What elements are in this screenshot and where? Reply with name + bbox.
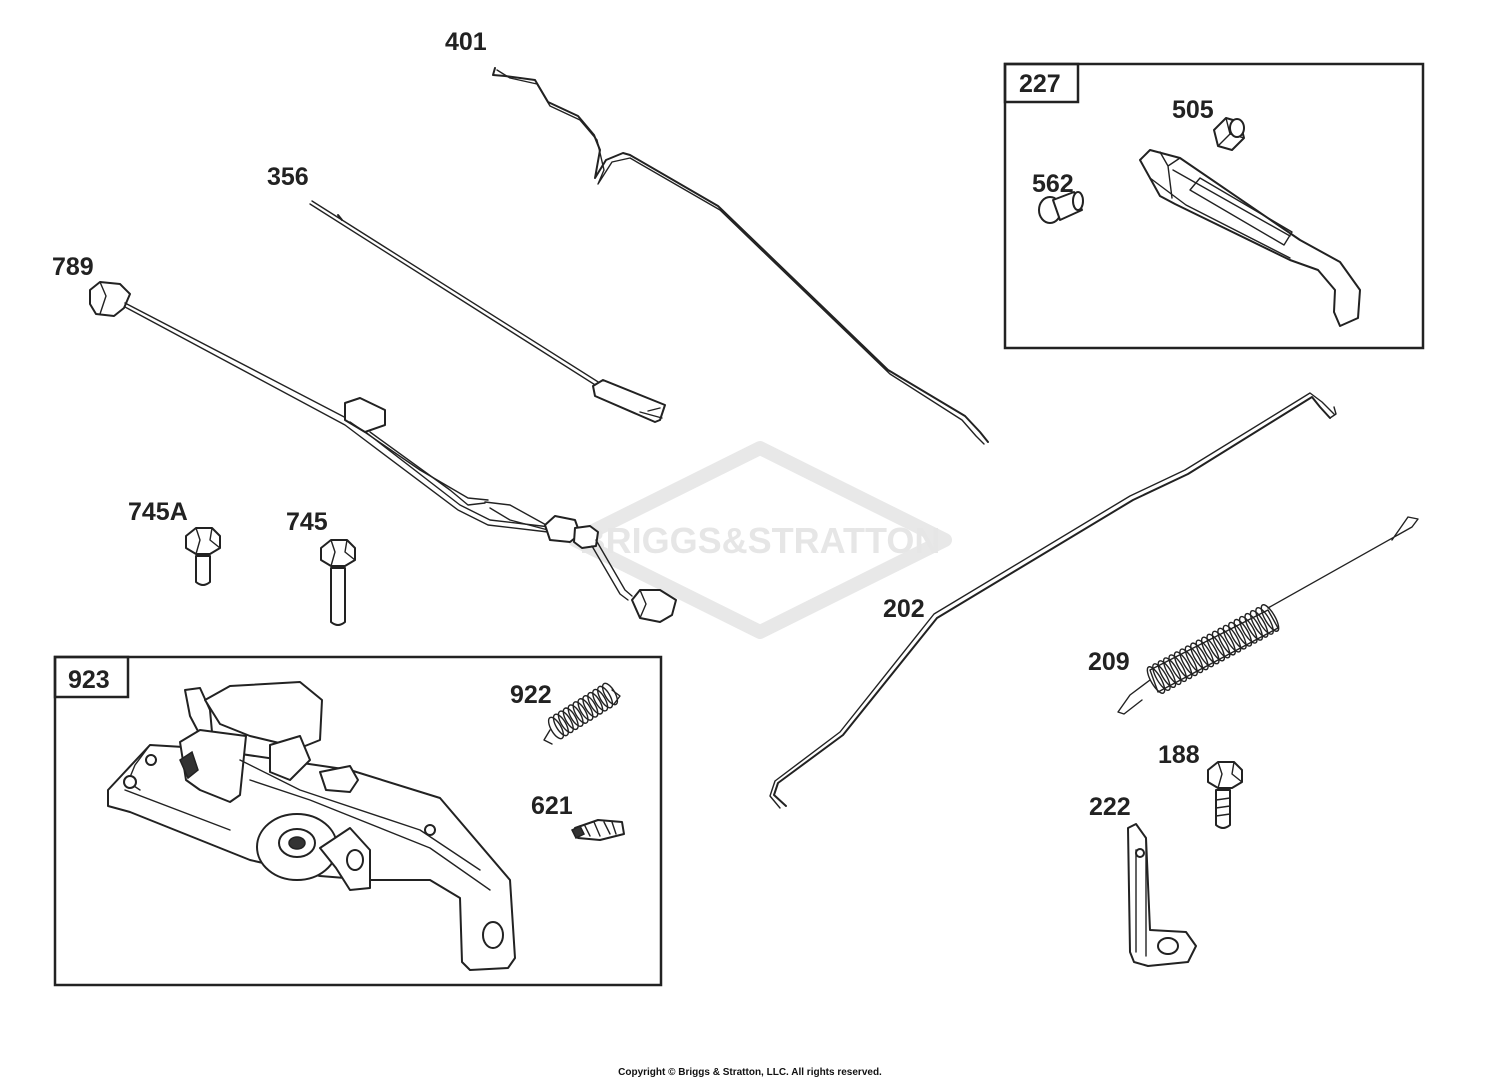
part-number-356: 356: [267, 163, 309, 191]
part-number-188: 188: [1158, 741, 1200, 769]
part-number-621: 621: [531, 792, 573, 820]
part-number-505: 505: [1172, 96, 1214, 124]
spring-coil: [562, 707, 579, 731]
part-number-923: 923: [68, 666, 110, 694]
spring-coil: [572, 701, 589, 724]
wire-harness-789: [89, 281, 677, 623]
spring-coil: [1238, 615, 1258, 644]
part-number-209: 209: [1088, 648, 1130, 676]
bolt-745a: [185, 527, 221, 586]
watermark-text: BRIGGS&STRATTON: [580, 520, 941, 561]
watermark-logo: BRIGGS&STRATTON: [568, 441, 952, 639]
box-923-tag: [53, 655, 130, 699]
spring-coil: [547, 716, 565, 740]
spring-922: [543, 682, 621, 745]
control-link-202: [769, 392, 1337, 809]
spring-coil: [557, 710, 574, 734]
part-number-202: 202: [883, 595, 925, 623]
nut-505: [1213, 117, 1245, 151]
spring-coil: [1157, 660, 1177, 689]
spring-coil: [582, 694, 599, 718]
spring-coil: [1255, 607, 1274, 635]
spring-coil: [1260, 604, 1280, 632]
spring-coil: [596, 685, 614, 709]
spring-coil: [1190, 642, 1209, 671]
link-wire-401: [492, 67, 989, 445]
box-227-tag: [1003, 62, 1080, 104]
spring-coil: [1206, 633, 1226, 662]
spring-coil: [1184, 645, 1204, 674]
spring-coil: [1146, 666, 1166, 694]
spring-coil: [1222, 624, 1242, 653]
spring-coil: [1162, 657, 1182, 686]
spring-coil: [1244, 612, 1264, 641]
bracket-222: [1127, 823, 1197, 967]
spring-coil: [1228, 621, 1247, 650]
bolt-745: [320, 539, 356, 626]
pin-562: [1038, 191, 1084, 224]
wire-356: [309, 200, 666, 423]
spring-coil: [587, 691, 604, 715]
spring-coil: [1233, 618, 1253, 647]
spring-coil: [552, 713, 570, 737]
spring-coil: [1200, 636, 1220, 665]
part-number-789: 789: [52, 253, 94, 281]
part-number-227: 227: [1019, 70, 1061, 98]
spring-209: [1117, 516, 1419, 715]
box-227: [1003, 62, 1425, 350]
bolt-188: [1207, 761, 1243, 829]
part-number-745: 745: [286, 508, 328, 536]
part-number-922: 922: [510, 681, 552, 709]
spring-coil: [1168, 654, 1188, 683]
part-number-562: 562: [1032, 170, 1074, 198]
part-number-222: 222: [1089, 793, 1131, 821]
control-bracket-923: [107, 681, 516, 971]
spring-coil: [592, 688, 609, 712]
spring-coil: [577, 698, 594, 721]
part-number-745a: 745A: [128, 498, 188, 526]
spring-coil: [1152, 663, 1171, 691]
spring-coil: [1211, 630, 1231, 659]
lever-227: [1139, 149, 1361, 327]
clip-621: [570, 819, 625, 841]
spring-coil: [1249, 609, 1269, 638]
box-923: [53, 655, 663, 987]
spring-coil: [1179, 648, 1198, 677]
spring-coil: [1173, 651, 1193, 680]
part-number-401: 401: [445, 28, 487, 56]
spring-coil: [1195, 639, 1215, 668]
copyright-notice: Copyright © Briggs & Stratton, LLC. All …: [618, 1067, 882, 1078]
spring-coil: [567, 704, 584, 728]
spring-coil: [1217, 627, 1236, 656]
